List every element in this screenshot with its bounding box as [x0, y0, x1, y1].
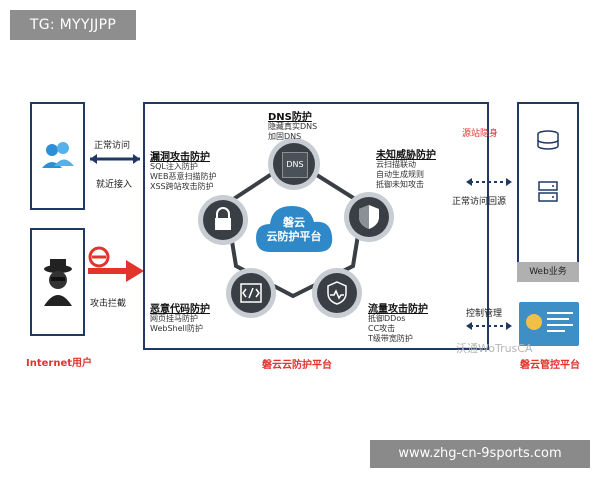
- traffic-line-1: 抵御DDos: [368, 314, 406, 323]
- cloud-icon: [256, 206, 333, 252]
- internet-user-label: Internet用户: [26, 358, 93, 369]
- unknown-line-2: 自动生成规则: [376, 170, 424, 179]
- malicious-title: 恶意代码防护: [150, 304, 210, 315]
- control-arrow: [466, 322, 512, 330]
- database-icon: [537, 130, 559, 150]
- traffic-line-3: T级带宽防护: [368, 334, 413, 343]
- cloud-title-1: 磐云: [283, 216, 305, 229]
- malicious-line-1: 网页挂马防护: [150, 314, 198, 323]
- lock-icon: [203, 200, 243, 240]
- traffic-attack-node: [312, 268, 362, 318]
- traffic-line-2: CC攻击: [368, 324, 396, 333]
- normal-access-label: 正常访问: [94, 141, 131, 151]
- shield-pulse-icon: [317, 273, 357, 313]
- hacker-box: [30, 228, 85, 336]
- unknown-line-1: 云扫描联动: [376, 160, 416, 169]
- malicious-code-node: [226, 268, 276, 318]
- tg-badge: TG: MYYJJPP: [10, 10, 136, 40]
- dns-line-2: 加固DNS: [268, 132, 302, 141]
- vuln-line-2: WEB恶意扫描防护: [150, 172, 217, 181]
- attack-block-label: 攻击拦截: [90, 299, 127, 309]
- cloud-title-2: 云防护平台: [266, 230, 322, 243]
- control-mgmt-label: 控制管理: [466, 309, 503, 319]
- malicious-line-2: WebShell防护: [150, 324, 203, 333]
- attack-arrow: [88, 260, 144, 282]
- no-entry-icon: [88, 246, 110, 268]
- unknown-title: 未知威胁防护: [376, 150, 436, 161]
- server-rack-icon: [538, 181, 558, 202]
- platform-bottom-label: 磐云云防护平台: [262, 360, 332, 371]
- nearby-access-label: 就近接入: [96, 180, 133, 190]
- hacker-icon: [44, 259, 72, 306]
- web-server-box: [517, 102, 579, 282]
- dns-server-icon: DNS: [282, 152, 308, 178]
- management-console-icon: [519, 302, 579, 346]
- origin-hide-label: 源站隐身: [462, 129, 499, 139]
- code-icon: [231, 273, 271, 313]
- dns-line-1: 隐藏真实DNS: [268, 122, 318, 131]
- vuln-title: 漏洞攻击防护: [150, 152, 210, 163]
- dashed-bidirectional-arrow: [466, 178, 512, 186]
- bidirectional-arrow: [90, 154, 140, 164]
- unknown-line-3: 抵御未知攻击: [376, 180, 424, 189]
- dns-node: DNS: [268, 138, 320, 190]
- site-watermark: www.zhg-cn-9sports.com: [370, 440, 590, 468]
- unknown-threat-node: [344, 192, 394, 242]
- mgmt-platform-label: 磐云管控平台: [520, 360, 580, 371]
- shield-icon: [349, 197, 389, 237]
- internet-user-box: [30, 102, 85, 210]
- web-business-label: Web业务: [517, 262, 579, 282]
- vuln-node: [198, 195, 248, 245]
- vuln-line-3: XSS跨站攻击防护: [150, 182, 214, 191]
- origin-return-label: 正常访问回源: [452, 197, 507, 207]
- users-icon: [42, 142, 74, 168]
- vuln-line-1: SQL注入防护: [150, 162, 198, 171]
- wotrus-watermark: 沃通WoTrusCA: [456, 342, 533, 355]
- dns-title: DNS防护: [268, 112, 312, 123]
- traffic-title: 流量攻击防护: [368, 304, 428, 315]
